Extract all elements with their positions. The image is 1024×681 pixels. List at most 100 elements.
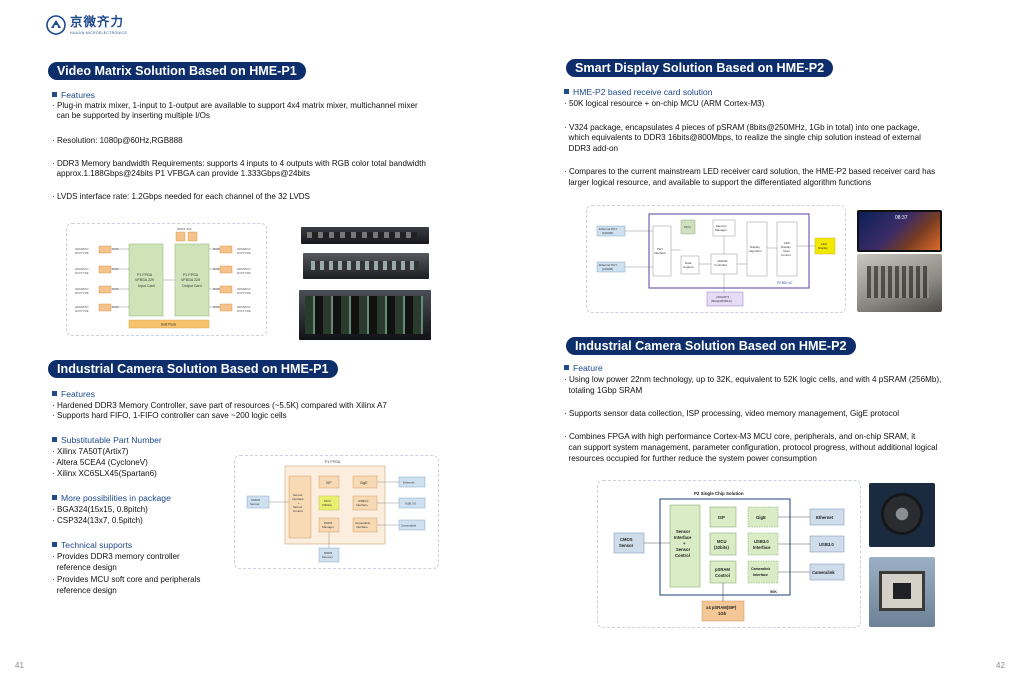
psram-block — [706, 291, 744, 307]
svg-text:DVI/TYPE: DVI/TYPE — [237, 271, 251, 275]
svg-text:DVI/TYPE: DVI/TYPE — [75, 271, 89, 275]
svg-text:VFBGA 229: VFBGA 229 — [181, 278, 200, 282]
support-item: · Provides DDR3 memory controller — [52, 552, 180, 561]
p2-diagram-title: P2 Single Chip Solution — [694, 491, 744, 496]
svg-text:Control: Control — [781, 253, 791, 257]
industrial-p2-bullet: · Supports sensor data collection, ISP p… — [564, 409, 900, 418]
smart-display-bullet: · V324 package, encapsulates 4 pieces of… — [564, 123, 920, 132]
p1-diagram-title: P1 FPGA — [325, 460, 341, 464]
svg-text:Interface: Interface — [356, 503, 368, 507]
industrial-p1-feature: · Hardened DDR3 Memory Controller, save … — [52, 401, 387, 410]
svg-text:Sensor: Sensor — [676, 547, 691, 552]
svg-text:Built Plane: Built Plane — [161, 323, 176, 327]
svg-text:Control: Control — [675, 553, 690, 558]
svg-text:PHY: PHY — [657, 247, 663, 251]
svg-text:Cameralink: Cameralink — [812, 570, 835, 575]
isp-block — [709, 506, 737, 528]
smart-display-bullet: larger logical resource, and available t… — [564, 178, 872, 187]
svg-text:HDMI/DVI: HDMI/DVI — [237, 287, 251, 291]
svg-text:x4 pSRAM(SIP): x4 pSRAM(SIP) — [706, 605, 737, 610]
svg-text:Ethernet PHY: Ethernet PHY — [599, 227, 617, 231]
psram-control-block — [709, 560, 737, 584]
sensor-interface-block — [288, 475, 312, 539]
svg-text:HDMI/DVI: HDMI/DVI — [75, 267, 89, 271]
video-matrix-title: Video Matrix Solution Based on HME-P1 — [48, 62, 306, 80]
smart-display-bullet: · Compares to the current mainstream LED… — [564, 167, 936, 176]
svg-text:USB3.0: USB3.0 — [358, 499, 369, 503]
svg-text:Control: Control — [715, 573, 730, 578]
svg-text:(32bits): (32bits) — [714, 545, 729, 550]
ddr-chip — [187, 231, 198, 242]
svg-text:Display: Display — [750, 245, 760, 249]
industrial-p2-title: Industrial Camera Solution Based on HME-… — [566, 337, 856, 355]
logo-text: 京微齐力 — [70, 15, 125, 29]
industrial-p2-bullet: totaling 1Gbp SRAM — [564, 386, 643, 395]
svg-text:DVI/TYPE: DVI/TYPE — [75, 309, 89, 313]
svg-text:(32bits): (32bits) — [322, 503, 332, 507]
video-matrix-features-heading: Features — [52, 90, 95, 101]
substitutable-item: · Xilinx 7A50T(Artix7) — [52, 447, 129, 456]
svg-text:HDMI/DVI: HDMI/DVI — [237, 247, 251, 251]
svg-text:Interface: Interface — [654, 251, 666, 255]
svg-text:CMOS: CMOS — [620, 537, 633, 542]
video-matrix-bullet: approx.1.188Gbps@24bits P1 VFBGA can pro… — [52, 169, 311, 178]
svg-text:Sensor: Sensor — [250, 502, 260, 506]
package-heading: More possibilities in package — [52, 493, 171, 504]
industrial-p2-bullet: · Combines FPGA with high performance Co… — [564, 432, 916, 441]
led-scan-control-block — [776, 221, 798, 277]
svg-text:HDMI/DVI: HDMI/DVI — [75, 247, 89, 251]
phy-interface-block — [652, 225, 672, 277]
mcu-block — [318, 495, 340, 511]
industrial-p1-features-heading: Features — [52, 389, 95, 400]
video-matrix-bullet: · Resolution: 1080p@60Hz,RGB888 — [52, 136, 183, 145]
svg-text:+: + — [298, 501, 300, 505]
svg-text:GigE: GigE — [360, 481, 368, 485]
svg-text:Memory: Memory — [716, 224, 727, 228]
video-matrix-bullet: can be supported by inserting multiple I… — [52, 111, 210, 120]
camera-board-photo — [869, 557, 935, 627]
smart-display-diagram-svg: Ethernet PHY(1000M) Ethernet PHY(1000M) … — [596, 213, 836, 307]
industrial-p1-title: Industrial Camera Solution Based on HME-… — [48, 360, 338, 378]
smart-display-bullet: · 50K logical resource + on-chip MCU (AR… — [564, 99, 765, 108]
industrial-p2-bullet: resources occupied for further reduce th… — [564, 454, 817, 463]
video-matrix-bullet: · Plug-in matrix mixer, 1-input to 1-out… — [52, 101, 418, 110]
package-item: · CSP324(13x7, 0.5pitch) — [52, 516, 143, 525]
logo-subtext: HUAJIN MICROELECTRONICS — [70, 31, 128, 35]
backplane-block — [128, 319, 210, 329]
svg-text:HDMI/DVI: HDMI/DVI — [75, 305, 89, 309]
svg-text:DVI/TYPE: DVI/TYPE — [75, 291, 89, 295]
svg-text:USB3.0: USB3.0 — [754, 539, 769, 544]
output-card-block — [174, 243, 210, 317]
svg-text:MCU: MCU — [684, 225, 691, 229]
svg-text:Scan: Scan — [783, 249, 790, 253]
smart-display-title: Smart Display Solution Based on HME-P2 — [566, 59, 834, 77]
svg-text:Controller: Controller — [714, 263, 727, 267]
svg-text:Output Card: Output Card — [182, 284, 202, 288]
svg-text:Display: Display — [781, 245, 791, 249]
svg-text:USB 3.0: USB 3.0 — [405, 502, 417, 506]
svg-text:ISP: ISP — [718, 515, 725, 520]
svg-text:GigE: GigE — [756, 515, 766, 520]
svg-text:(1000M): (1000M) — [602, 267, 613, 271]
industrial-p1-feature: · Supports hard FIFO, 1-FIFO controller … — [52, 411, 287, 420]
svg-text:DVI/TYPE: DVI/TYPE — [237, 309, 251, 313]
page-number-right: 42 — [996, 661, 1005, 670]
support-heading: Technical supports — [52, 540, 132, 551]
mcu-block — [709, 532, 737, 556]
industrial-p2-bullet: · Using low power 22nm technology, up to… — [564, 375, 942, 384]
industrial-p2-bullet: can support system management, parameter… — [564, 443, 938, 452]
svg-text:VFBGA 229: VFBGA 229 — [135, 278, 154, 282]
svg-text:Ethernet PHY: Ethernet PHY — [599, 263, 617, 267]
rack-device-photo — [301, 227, 429, 244]
isp-block — [318, 475, 340, 489]
company-logo: 京微齐力 HUAJIN MICROELECTRONICS — [46, 13, 127, 36]
smart-display-diagram: Ethernet PHY(1000M) Ethernet PHY(1000M) … — [586, 205, 846, 313]
svg-text:Sensor: Sensor — [293, 505, 303, 509]
